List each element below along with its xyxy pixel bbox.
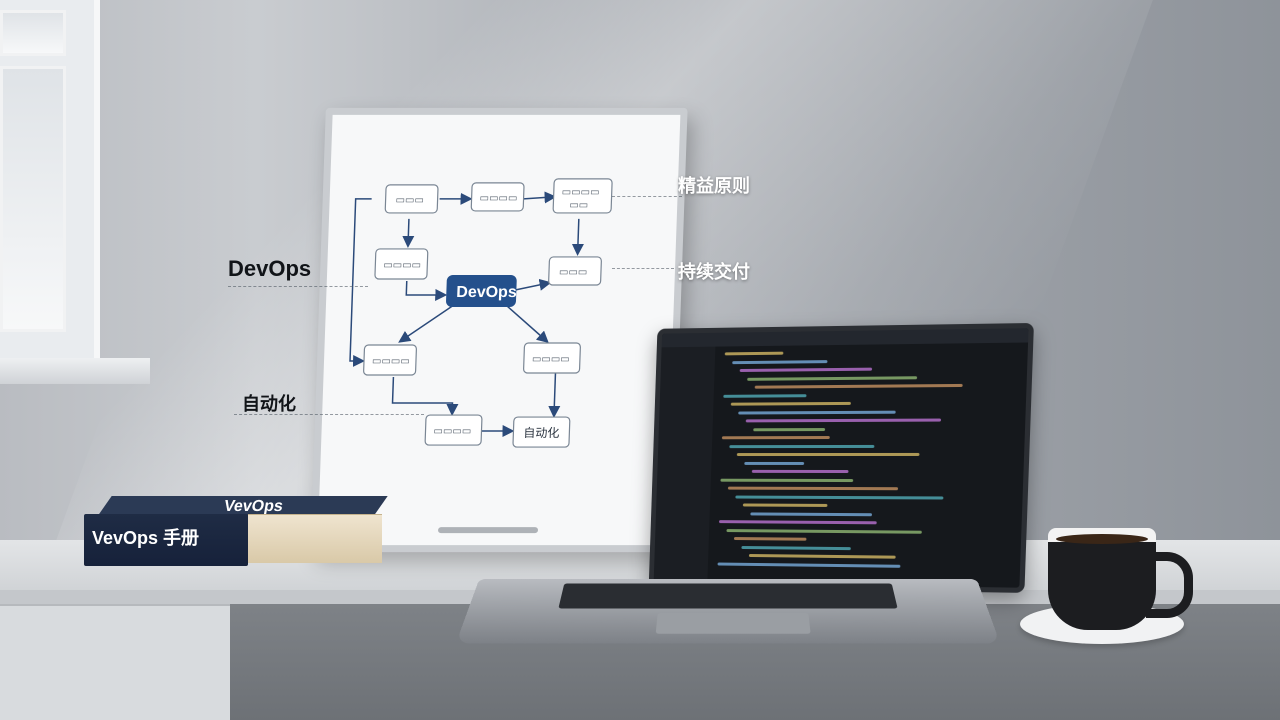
marker-tray bbox=[437, 527, 539, 534]
diagram-node bbox=[384, 184, 439, 214]
code-line bbox=[733, 537, 807, 541]
window-sill bbox=[0, 358, 150, 384]
code-line bbox=[723, 393, 807, 398]
diagram-node-automation: 自动化 bbox=[523, 426, 559, 440]
callout-leader bbox=[612, 196, 682, 197]
callout-continuous-delivery: 持续交付 bbox=[678, 262, 750, 282]
diagram-node-text: ▭▭ bbox=[569, 200, 588, 211]
diagram-node bbox=[552, 178, 613, 214]
editor-titlebar bbox=[661, 328, 1029, 348]
code-line bbox=[745, 418, 942, 423]
diagram-node bbox=[424, 414, 483, 446]
diagram-node bbox=[523, 342, 581, 374]
desk-drawer bbox=[0, 604, 230, 720]
cup-handle bbox=[1146, 552, 1193, 618]
code-line bbox=[744, 461, 805, 465]
diagram-node bbox=[363, 344, 417, 376]
diagram-arrow bbox=[510, 278, 552, 292]
code-line bbox=[735, 495, 944, 500]
code-line bbox=[753, 427, 826, 431]
code-line bbox=[727, 486, 899, 491]
code-line bbox=[729, 444, 875, 448]
laptop-base bbox=[455, 579, 1001, 644]
callout-devops: DevOps bbox=[228, 256, 312, 281]
diagram-node-text: ▭▭▭▭ bbox=[562, 187, 600, 198]
diagram-node-text: ▭▭▭▭ bbox=[372, 356, 410, 367]
code-line bbox=[730, 401, 851, 406]
diagram-arrow bbox=[571, 218, 584, 256]
code-line bbox=[739, 367, 873, 372]
callout-automation: 自动化 bbox=[242, 394, 296, 414]
diagram-arrow bbox=[523, 191, 557, 204]
code-line bbox=[751, 469, 849, 474]
diagram-arrow bbox=[405, 280, 448, 301]
code-line bbox=[719, 520, 877, 525]
diagram-arrow bbox=[398, 304, 455, 343]
callout-leader bbox=[612, 268, 674, 269]
book-pages bbox=[248, 514, 382, 563]
code-line bbox=[750, 511, 873, 516]
diagram-node-text: ▭▭▭▭ bbox=[433, 426, 471, 437]
code-line bbox=[721, 436, 830, 440]
diagram-node bbox=[548, 256, 602, 286]
code-line bbox=[747, 375, 918, 381]
book: VevOps VevOps 手册 bbox=[84, 496, 388, 568]
code-line bbox=[738, 410, 896, 415]
laptop-trackpad bbox=[655, 613, 811, 634]
code-line bbox=[732, 359, 828, 364]
diagram-arrow bbox=[391, 377, 459, 417]
window-pane bbox=[0, 66, 66, 332]
laptop-screen bbox=[648, 322, 1034, 593]
diagram-node bbox=[470, 182, 525, 212]
diagram-node-text: ▭▭▭▭ bbox=[532, 354, 570, 365]
whiteboard: ▭▭▭ ▭▭▭▭ ▭▭▭▭ ▭▭ ▭▭▭▭ ▭▭▭ DevOps ▭▭▭▭ ▭▭… bbox=[310, 107, 688, 553]
diagram-node-text: ▭▭▭ bbox=[559, 267, 588, 278]
book-spine-title: VevOps 手册 bbox=[92, 528, 200, 548]
code-line bbox=[736, 452, 920, 457]
code-line bbox=[742, 503, 828, 507]
diagram-arrow bbox=[505, 304, 549, 343]
callout-leader bbox=[228, 286, 368, 287]
editor-file-tree bbox=[653, 346, 716, 584]
diagram-center-label: DevOps bbox=[456, 284, 517, 301]
code-line bbox=[748, 554, 896, 559]
code-line bbox=[717, 562, 901, 568]
diagram-node bbox=[512, 416, 571, 448]
coffee bbox=[1056, 534, 1148, 544]
window bbox=[0, 0, 100, 360]
diagram-arrow bbox=[548, 373, 561, 419]
diagram-node-text: ▭▭▭ bbox=[395, 195, 424, 206]
callout-leader bbox=[234, 414, 424, 415]
book-spine bbox=[84, 514, 248, 566]
laptop-keyboard bbox=[558, 583, 898, 609]
window-pane bbox=[0, 10, 66, 56]
diagram-node-text: ▭▭▭▭ bbox=[383, 260, 421, 271]
whiteboard-diagram: ▭▭▭ ▭▭▭▭ ▭▭▭▭ ▭▭ ▭▭▭▭ ▭▭▭ DevOps ▭▭▭▭ ▭▭… bbox=[349, 178, 613, 448]
code-line bbox=[754, 383, 963, 389]
code-line bbox=[741, 545, 851, 550]
diagram-node bbox=[374, 248, 429, 280]
diagram-arrow bbox=[402, 218, 415, 248]
code-line bbox=[726, 528, 922, 534]
callout-lean-principles: 精益原则 bbox=[678, 176, 750, 196]
code-line bbox=[720, 478, 854, 482]
code-line bbox=[724, 351, 784, 356]
diagram-node-text: ▭▭▭▭ bbox=[479, 193, 517, 204]
diagram-arrow bbox=[349, 198, 372, 368]
diagram-center-node bbox=[446, 274, 517, 307]
